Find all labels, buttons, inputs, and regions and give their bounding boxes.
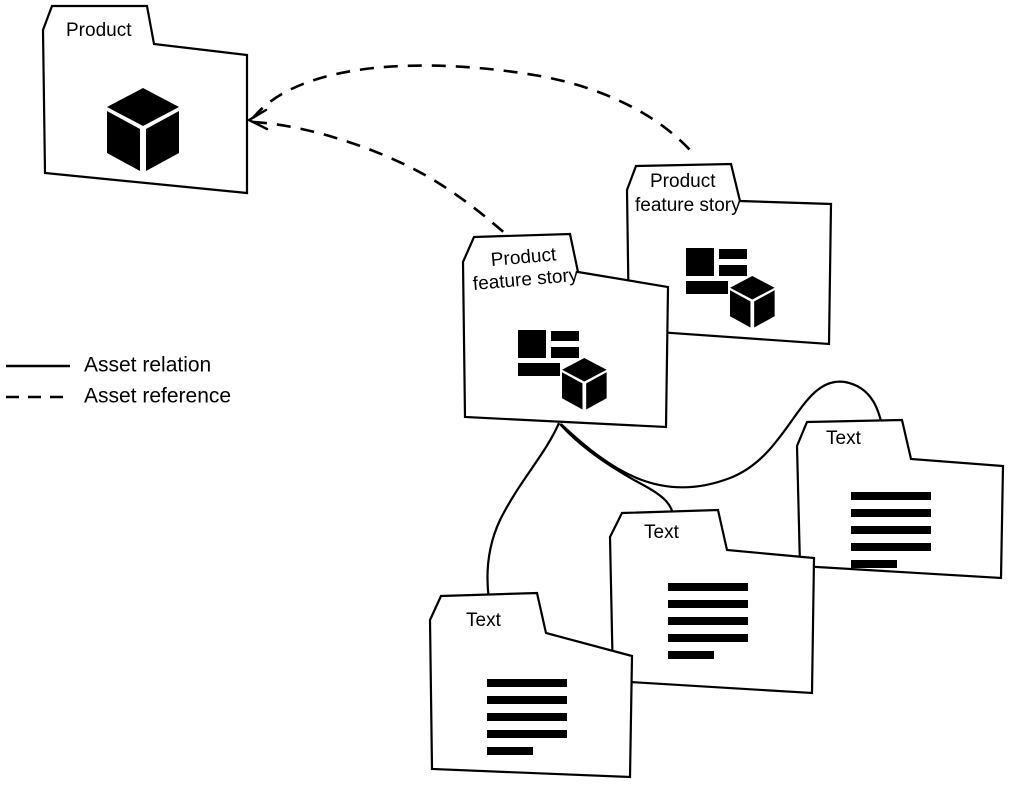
text-lines-icon bbox=[668, 583, 748, 659]
card-feature-story-front-outline bbox=[461, 232, 670, 429]
feature-story-icon bbox=[518, 330, 607, 410]
edge-relation-frontstory-text-middle bbox=[559, 423, 676, 519]
card-feature-story-back[interactable]: Product feature story bbox=[625, 162, 833, 346]
edge-reference-frontstory-product bbox=[252, 120, 509, 237]
edge-relation-frontstory-text-right bbox=[560, 380, 886, 489]
legend-item-asset-reference: Asset reference bbox=[6, 385, 231, 408]
card-text-left-label: Text bbox=[466, 610, 502, 631]
text-lines-icon bbox=[487, 679, 567, 755]
legend-item-asset-relation: Asset relation bbox=[6, 354, 211, 377]
card-feature-story-back-label-line1: Product bbox=[650, 171, 716, 192]
text-lines-icon bbox=[851, 492, 931, 568]
card-product-label: Product bbox=[66, 20, 132, 41]
edge-relation-frontstory-text-left bbox=[486, 422, 561, 601]
reference-arrow-head-icon bbox=[247, 108, 269, 131]
edge-reference-backstory-product bbox=[251, 64, 691, 151]
card-product[interactable]: Product bbox=[41, 4, 249, 195]
card-text-left[interactable]: Text bbox=[428, 591, 634, 779]
cube-icon bbox=[107, 88, 179, 171]
card-text-middle-label: Text bbox=[644, 522, 680, 543]
card-text-middle[interactable]: Text bbox=[608, 508, 816, 695]
card-text-right[interactable]: Text bbox=[795, 418, 1005, 580]
card-feature-story-back-label-line2: feature story bbox=[635, 195, 741, 216]
legend: Asset relation Asset reference bbox=[6, 354, 231, 408]
card-feature-story-front[interactable]: Product feature story bbox=[461, 232, 670, 429]
legend-label-asset-reference: Asset reference bbox=[84, 385, 231, 408]
feature-story-icon bbox=[686, 248, 775, 328]
legend-label-asset-relation: Asset relation bbox=[84, 354, 211, 377]
card-text-right-label: Text bbox=[826, 428, 862, 449]
